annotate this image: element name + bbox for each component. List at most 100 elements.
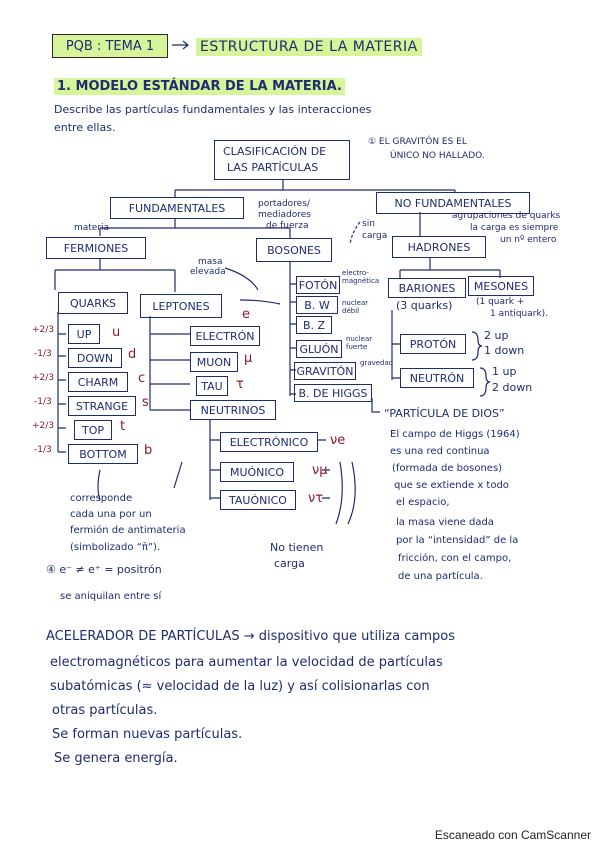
higgs-line: El campo de Higgs (1964) [390,429,520,440]
graviton-note-2: ÚNICO NO HALLADO. [390,151,485,161]
mesones-note-1: (1 quark + [476,297,525,307]
neutrinos-box: NEUTRINOS [190,400,276,420]
boson-higgs: B. DE HIGGS [294,384,372,402]
proton-label: PROTÓN [409,337,457,351]
quark-charge: -1/3 [34,349,52,359]
antimatter-line: corresponde [70,493,133,504]
quark-up: UP [68,324,100,344]
quark-symbol: t [120,419,126,434]
accelerator-line: subatómicas (≈ velocidad de la luz) y as… [50,679,430,694]
bosones-box: BOSONES [256,238,332,262]
fermiones-label: FERMIONES [63,241,129,255]
quark-name: CHARM [77,375,119,389]
quark-charge: +2/3 [32,421,55,431]
no-charge-1: No tienen [270,541,324,554]
agrupaciones-3: un nº entero [500,235,557,245]
neutrino-muonico: MUÓNICO [220,462,294,482]
quark-strange: STRANGE [68,396,136,416]
scanner-watermark: Escaneado con CamScanner [434,828,591,842]
boson-gluon: GLUÓN [296,340,342,358]
annihilate-line: se aniquilan entre sí [60,591,162,602]
boson-w: B. W [296,296,338,314]
boson-name: GRAVITÓN [296,364,354,378]
bosones-label: BOSONES [267,243,321,257]
lepton-name: MUON [196,355,232,369]
accelerator-line: ACELERADOR DE PARTÍCULAS → dispositivo q… [46,629,455,644]
root-box: CLASIFICACIÓN DE LAS PARTÍCULAS [214,140,350,180]
lepton-symbol: τ [236,377,244,392]
antimatter-line: fermión de antimateria [70,525,186,536]
quark-charge: -1/3 [34,445,52,455]
fundamentales-label: FUNDAMENTALES [128,201,226,215]
accelerator-line: Se forman nuevas partículas. [52,727,243,742]
boson-foton: FOTÓN [296,276,340,294]
lepton-symbol: e [242,307,250,322]
boson-name: B. W [304,298,330,312]
portadores-2: mediadores [258,210,311,220]
neutron-label: NEUTRÓN [409,371,465,385]
boson-name: GLUÓN [299,342,339,356]
quark-bottom: BOTTOM [68,444,138,464]
no-charge-2: carga [274,557,305,570]
quark-name: TOP [81,423,104,437]
quark-top: TOP [74,420,112,440]
quark-symbol: u [112,325,121,340]
boson-note: electro-magnética [342,269,380,285]
higgs-line: es una red continua [390,446,490,457]
particula-de-dios: “PARTÍCULA DE DIOS” [384,407,505,420]
boson-note: nuclear débil [342,299,369,315]
quark-symbol: s [142,395,149,410]
neutron-box: NEUTRÓN [400,368,474,388]
neutrino-tauonico: TAUÓNICO [220,490,296,510]
bariones-box: BARIONES [388,278,466,298]
no-fundamentales-label: NO FUNDAMENTALES [394,196,512,210]
antimatter-line: cada una por un [70,509,152,520]
higgs-line: el espacio, [396,497,450,508]
prompt-line-1: Describe las partículas fundamentales y … [54,103,372,116]
lepton-muon: MUON [190,352,238,372]
lepton-symbol: μ [244,351,253,366]
boson-note: gravedad [360,359,394,367]
fermiones-box: FERMIONES [46,237,146,259]
lepton-name: ELECTRÓN [195,329,255,343]
quark-symbol: b [144,443,153,458]
lepton-electron: ELECTRÓN [190,326,260,346]
mesones-box: MESONES [468,276,534,296]
higgs-line: de una partícula. [398,571,483,582]
boson-note: nuclear fuerte [346,335,373,351]
root-line-1: CLASIFICACIÓN DE [223,145,327,158]
neutron-comp-1: 1 up [492,365,517,378]
boson-name: FOTÓN [298,278,338,292]
prompt-line-2: entre ellas. [54,121,116,134]
topic-tag: PQB : TEMA 1 [52,34,168,58]
higgs-line: que se extiende x todo [394,480,509,491]
quarks-label: QUARKS [69,296,117,310]
accelerator-line: electromagnéticos para aumentar la veloc… [50,655,443,670]
boson-graviton: GRAVITÓN [294,362,356,380]
fundamentales-box: FUNDAMENTALES [110,197,244,219]
materia-label: materia [74,223,110,233]
graviton-note-1: ① EL GRAVITÓN ES EL [368,137,467,147]
neutrino-symbol: νe [330,433,346,448]
neutrino-name: TAUÓNICO [229,493,287,507]
lepton-name: TAU [201,379,223,393]
boson-name: B. Z [302,318,326,332]
boson-name: B. DE HIGGS [298,386,368,400]
antimatter-line: (simbolizado “π̄”). [70,542,161,553]
quark-charge: +2/3 [32,373,55,383]
masa-1: masa [198,257,223,267]
quarks-box: QUARKS [58,292,128,314]
quark-charm: CHARM [68,372,128,392]
neutrino-name: ELECTRÓNICO [229,435,309,449]
leptones-label: LEPTONES [152,299,210,313]
neutron-comp-2: 2 down [492,381,533,394]
positron-line: ④ e⁻ ≠ e⁺ = positrón [46,563,162,576]
sin-carga-1: sin [362,219,375,229]
higgs-line: la masa viene dada [396,517,494,528]
proton-comp-1: 2 up [484,329,509,342]
topic-tag-text: PQB : TEMA 1 [65,38,155,54]
neutrinos-label: NEUTRINOS [200,403,266,417]
portadores-3: de fuerza [266,221,309,231]
